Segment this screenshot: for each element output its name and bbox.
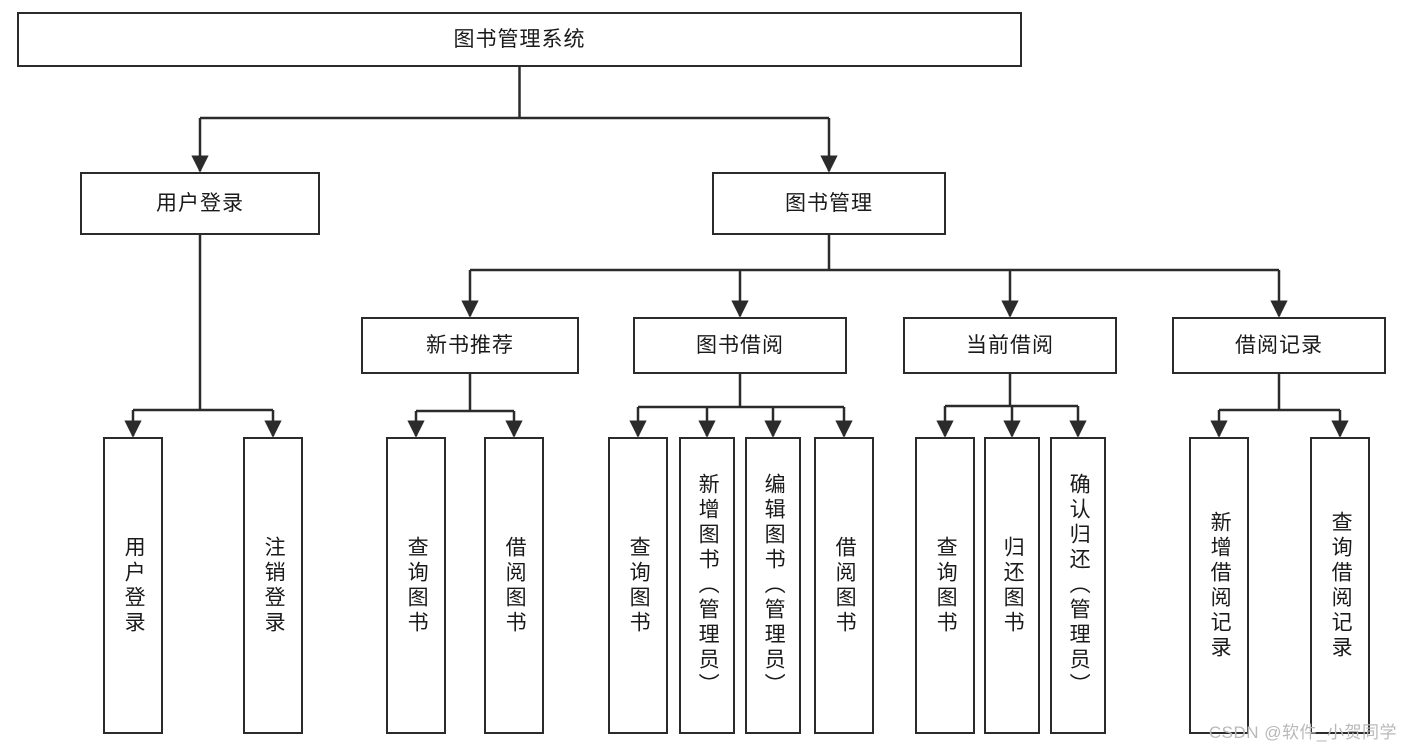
node-r_add[interactable]: 新增借阅记录: [1189, 437, 1249, 734]
node-c_query[interactable]: 查询图书: [915, 437, 975, 734]
node-b_add[interactable]: 新增图书（管理员）: [679, 437, 735, 734]
node-b_query[interactable]: 查询图书: [608, 437, 668, 734]
node-label: 用户登录: [156, 191, 244, 215]
node-borrow[interactable]: 图书借阅: [633, 317, 847, 374]
node-label: 查询图书: [627, 535, 651, 636]
node-label: 当前借阅: [966, 333, 1054, 357]
node-r_query[interactable]: 查询借阅记录: [1310, 437, 1370, 734]
node-l_login[interactable]: 用户登录: [103, 437, 163, 734]
node-records[interactable]: 借阅记录: [1172, 317, 1386, 374]
node-label: 查询图书: [934, 535, 958, 636]
node-label: 新书推荐: [426, 333, 514, 357]
node-label: 新增借阅记录: [1208, 510, 1232, 661]
node-label: 用户登录: [122, 535, 146, 636]
node-label: 确认归还（管理员）: [1067, 473, 1091, 698]
node-newbook[interactable]: 新书推荐: [361, 317, 579, 374]
node-label: 查询图书: [405, 535, 429, 636]
node-label: 图书管理: [785, 191, 873, 215]
node-n_borrow[interactable]: 借阅图书: [484, 437, 544, 734]
node-label: 图书借阅: [696, 333, 784, 357]
node-label: 借阅图书: [503, 535, 527, 636]
node-l_logout[interactable]: 注销登录: [243, 437, 303, 734]
node-label: 归还图书: [1001, 535, 1025, 636]
node-c_return[interactable]: 归还图书: [984, 437, 1040, 734]
node-n_query[interactable]: 查询图书: [386, 437, 446, 734]
node-label: 查询借阅记录: [1329, 510, 1353, 661]
node-label: 新增图书（管理员）: [696, 473, 720, 698]
node-bookmgmt[interactable]: 图书管理: [712, 172, 946, 235]
node-root[interactable]: 图书管理系统: [17, 12, 1022, 67]
node-b_edit[interactable]: 编辑图书（管理员）: [745, 437, 801, 734]
node-b_lend[interactable]: 借阅图书: [814, 437, 874, 734]
watermark-text: CSDN @软件_小贺同学: [1208, 723, 1397, 742]
node-label: 注销登录: [262, 535, 286, 636]
node-label: 借阅记录: [1235, 333, 1323, 357]
node-label: 图书管理系统: [453, 27, 586, 51]
node-c_confirm[interactable]: 确认归还（管理员）: [1050, 437, 1106, 734]
node-label: 编辑图书（管理员）: [762, 473, 786, 698]
node-label: 借阅图书: [833, 535, 857, 636]
node-login[interactable]: 用户登录: [80, 172, 320, 235]
node-current[interactable]: 当前借阅: [903, 317, 1117, 374]
